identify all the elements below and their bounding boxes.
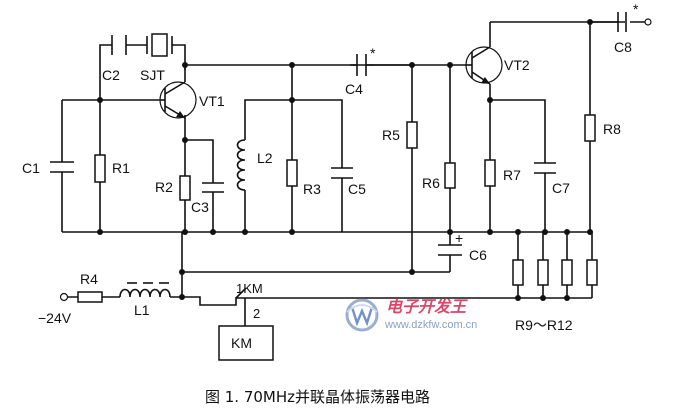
inductor-l1	[119, 288, 171, 298]
resistor-r2	[179, 175, 191, 201]
figure-caption: 图 1. 70MHz并联晶体振荡器电路	[205, 388, 430, 406]
label-r1: R1	[112, 160, 130, 176]
relay-coil-km	[218, 325, 274, 361]
capacitor-c4	[350, 54, 373, 76]
label-c4: C4	[345, 81, 363, 97]
label-c2: C2	[102, 67, 120, 83]
label-c6-plus: +	[455, 230, 463, 246]
label-r8: R8	[603, 121, 621, 137]
label-c5: C5	[348, 181, 366, 197]
resistor-r5	[406, 121, 418, 149]
transistor-vt1	[159, 70, 197, 119]
label-1km: 1KM	[236, 281, 263, 296]
capacitor-c2	[111, 35, 127, 55]
label-r9-r12: R9～R12	[515, 317, 573, 333]
resistor-r7	[484, 159, 496, 187]
label-star2: *	[633, 1, 639, 17]
label-vt1: VT1	[199, 93, 225, 109]
label-c1: C1	[22, 160, 40, 176]
label-vt2: VT2	[504, 57, 530, 73]
label-c7: C7	[552, 180, 570, 196]
label-r3: R3	[303, 181, 321, 197]
label-l2: L2	[257, 150, 273, 166]
wires	[61, 21, 645, 326]
label-km: KM	[231, 335, 252, 351]
capacitor-c1	[50, 161, 74, 173]
resistor-r3	[286, 159, 298, 187]
capacitor-c3	[202, 182, 224, 193]
label-star1: *	[370, 45, 376, 61]
label-c3: C3	[191, 199, 209, 215]
crystal-sjt	[146, 33, 174, 57]
label-sjt: SJT	[140, 67, 165, 83]
capacitor-c7	[534, 162, 556, 174]
resistor-r1	[94, 154, 106, 183]
watermark-logo	[345, 298, 379, 332]
resistor-r6	[444, 162, 456, 189]
resistor-r12	[586, 259, 598, 286]
label-r4: R4	[80, 271, 98, 287]
watermark-text: 电子开发王	[386, 297, 468, 316]
label-pin2: 2	[253, 306, 260, 321]
resistor-r11	[561, 259, 573, 286]
label-r2: R2	[155, 179, 173, 195]
label-c6: C6	[469, 247, 487, 263]
resistor-r10	[537, 259, 549, 286]
capacitor-c6	[438, 244, 462, 256]
label-r6: R6	[422, 175, 440, 191]
supply-terminal	[59, 292, 69, 302]
capacitor-c5	[331, 167, 353, 179]
label-c8: C8	[614, 39, 632, 55]
label-r5: R5	[382, 127, 400, 143]
resistor-r9	[512, 259, 524, 286]
relay-contact-1km	[235, 287, 247, 299]
label-r7: R7	[503, 167, 521, 183]
label-supply: −24V	[38, 310, 72, 326]
resistor-r4	[77, 291, 103, 303]
watermark-url: www.dzkfw.com.cn	[384, 319, 477, 331]
transistor-vt2	[465, 40, 503, 90]
inductor-l2	[236, 139, 246, 191]
junctions	[97, 19, 593, 301]
label-l1: L1	[134, 302, 150, 318]
resistor-r8	[584, 114, 596, 142]
capacitor-c8	[617, 12, 652, 32]
